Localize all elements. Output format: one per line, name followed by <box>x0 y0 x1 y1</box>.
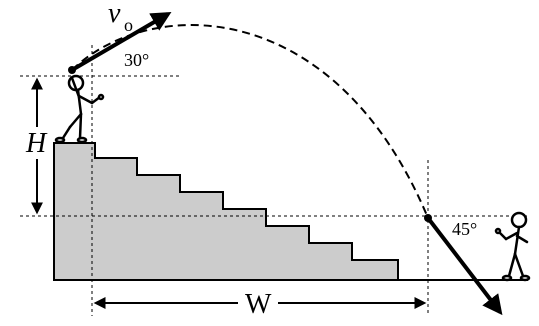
launch-angle-label: 30° <box>124 50 149 70</box>
impact-point <box>424 214 432 222</box>
initial-velocity-arrow <box>70 11 172 72</box>
thrower-figure <box>54 74 105 144</box>
catcher-figure <box>494 211 531 282</box>
width-label-bg <box>238 290 278 318</box>
velocity-symbol-label: v <box>108 0 121 29</box>
launch-point <box>68 66 76 74</box>
velocity-subscript-label: o <box>124 15 133 35</box>
impact-angle-label: 45° <box>452 219 477 239</box>
staircase <box>53 142 399 281</box>
height-label: H <box>25 128 48 159</box>
width-label: W <box>245 289 272 320</box>
height-label-bg <box>24 127 48 159</box>
final-velocity-arrow <box>426 216 503 316</box>
trajectory-path <box>71 24 429 219</box>
